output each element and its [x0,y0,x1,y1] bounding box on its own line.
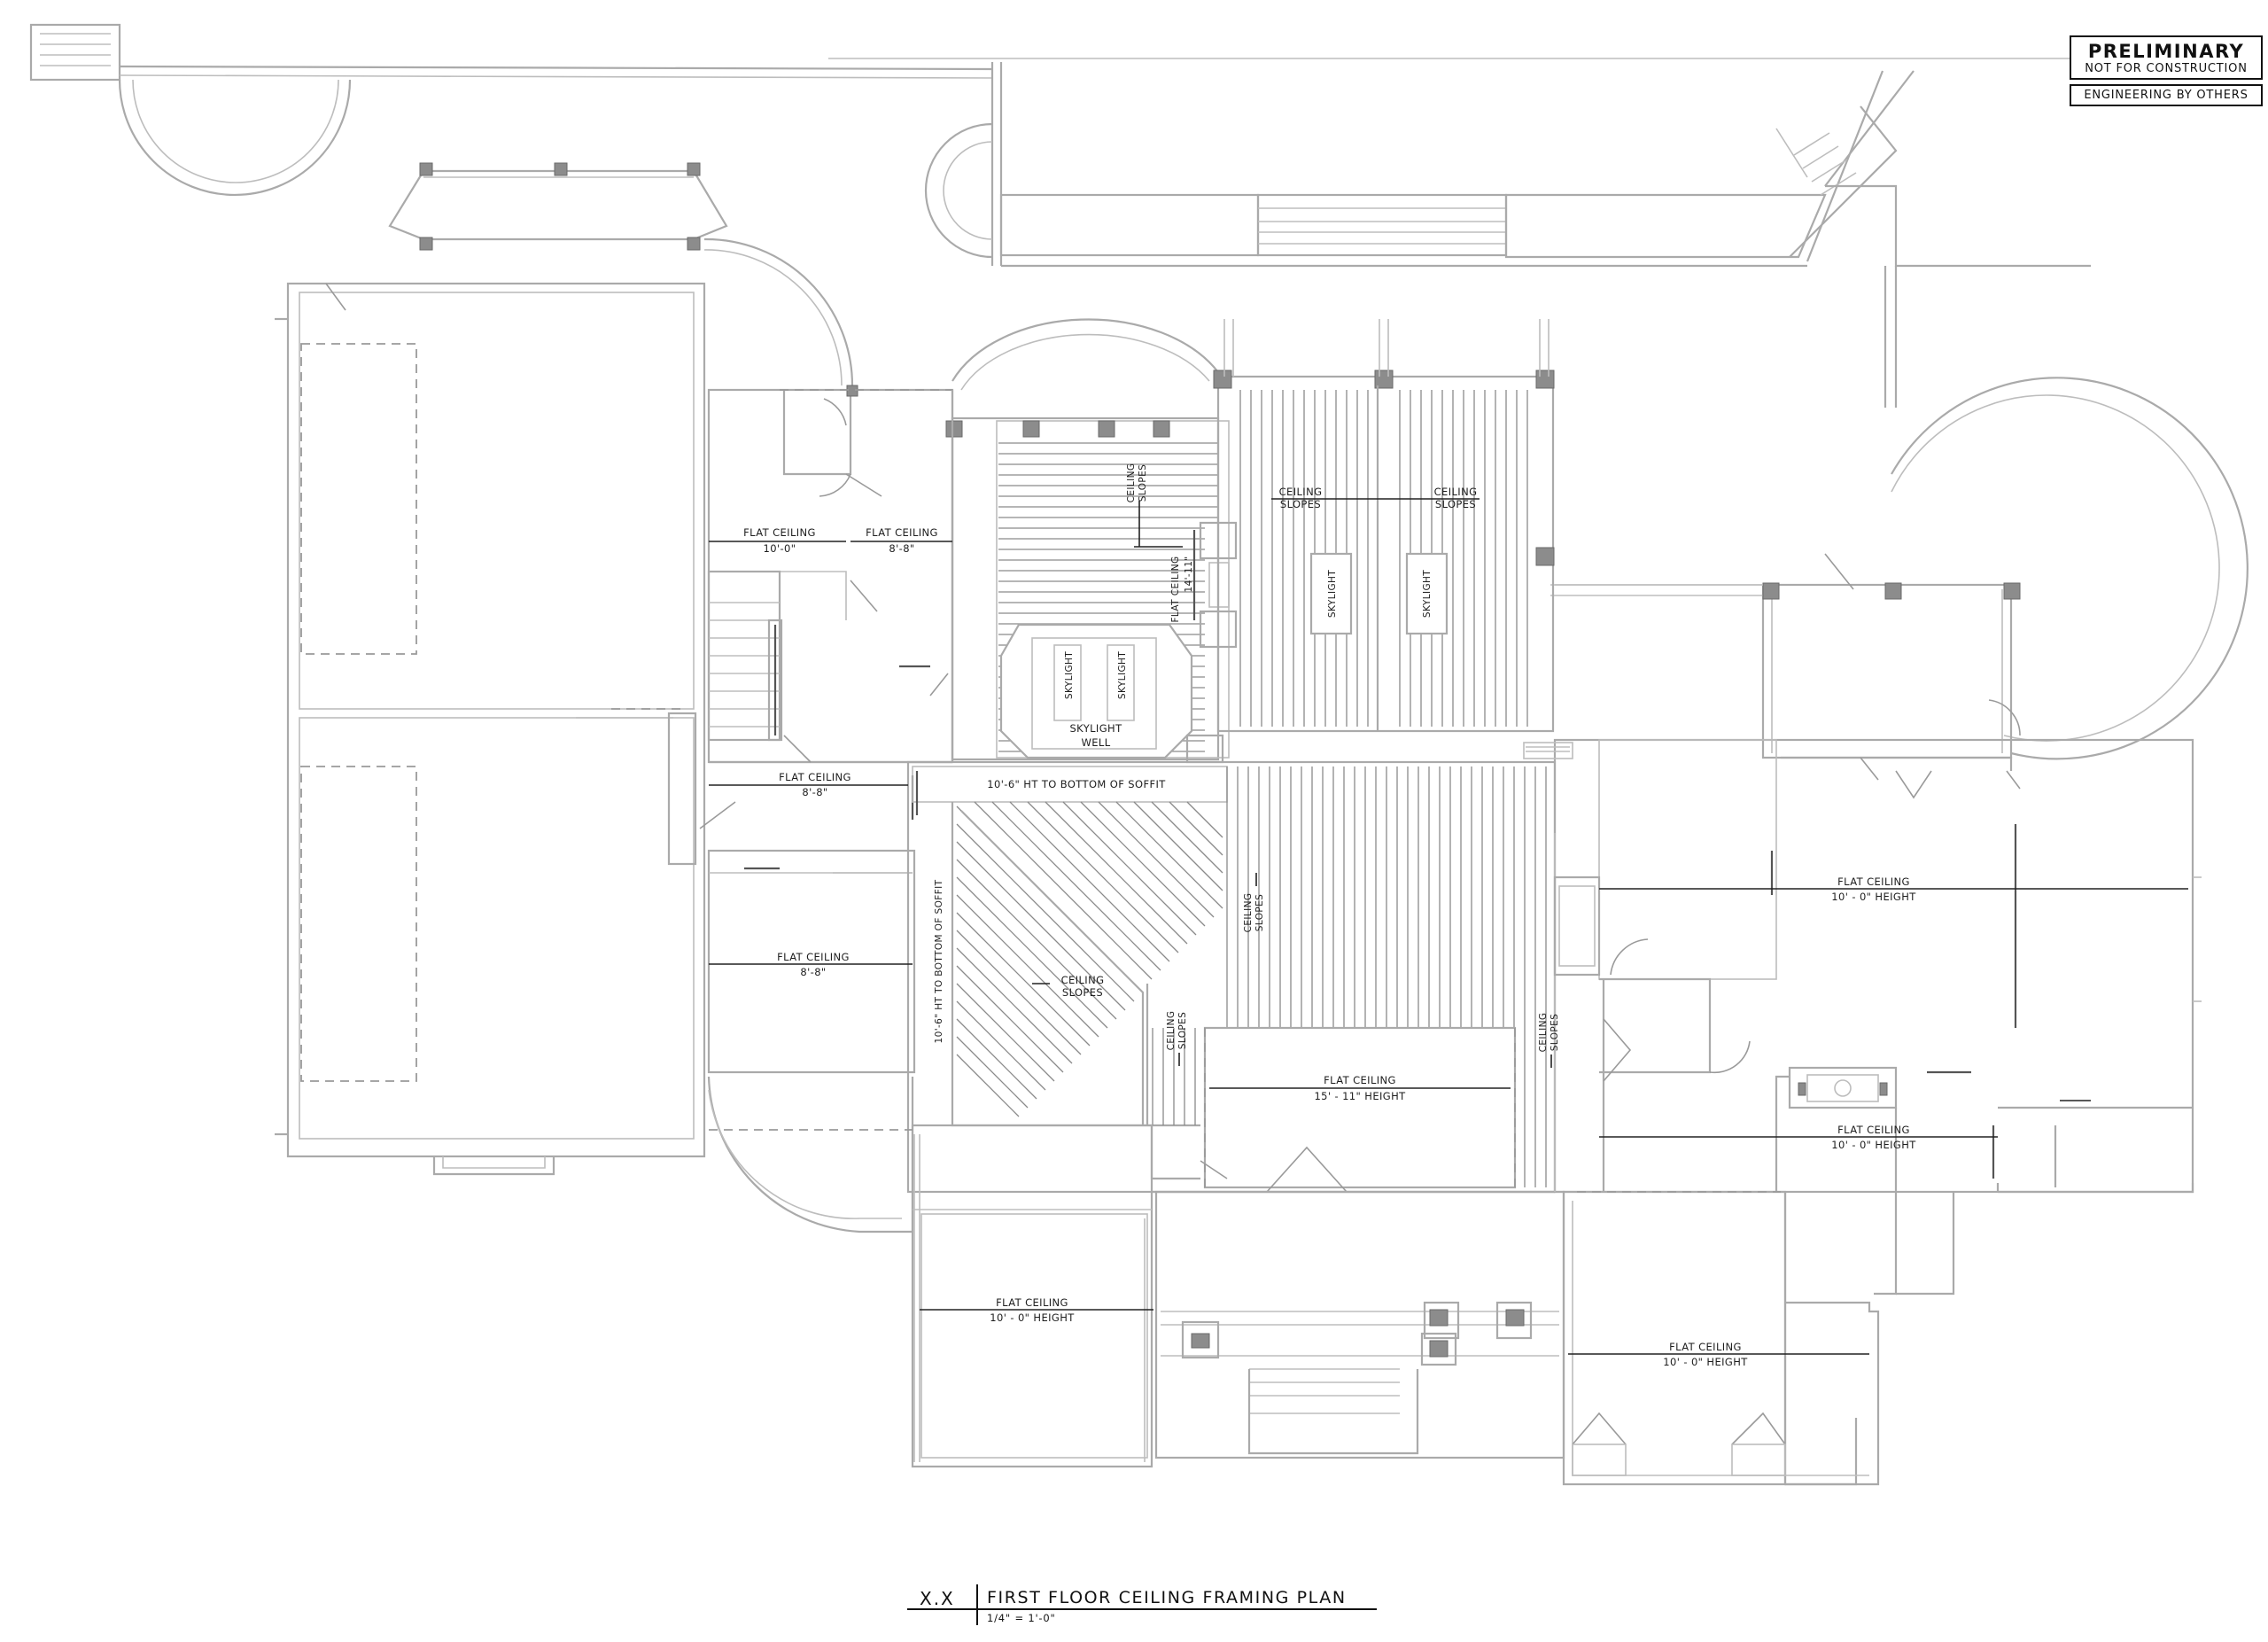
title-underline [907,1608,1377,1610]
stamp-engineering: ENGINEERING BY OTHERS [2070,84,2263,106]
label-height: 15' - 11" HEIGHT [1314,1090,1406,1102]
title-divider-vertical [976,1584,978,1625]
label-flat-ceiling: FLAT CEILING [777,951,850,963]
label-ceiling-slopes: CEILING [1243,893,1254,933]
label-flat-ceiling: FLAT CEILING [1669,1341,1742,1353]
label-ceiling-slopes: CEILING [1126,463,1137,503]
top-left-exterior [29,23,2091,197]
framing-rafters-hall [956,767,1547,1187]
preliminary-stamp: PRELIMINARY NOT FOR CONSTRUCTION ENGINEE… [2070,35,2263,106]
label-soffit-vertical: 10'-6" HT TO BOTTOM OF SOFFIT [934,879,944,1043]
label-ceiling-slopes: CEILING [1061,974,1105,986]
label-flat-ceiling: FLAT CEILING [743,526,816,539]
label-ceiling-slopes: SLOPES [1062,986,1103,999]
label-height: 8'-8" [889,542,914,555]
stamp-preliminary: PRELIMINARY [2087,41,2245,62]
top-bay-window [388,162,854,386]
label-ceiling-slopes: SLOPES [1435,498,1476,510]
drawing-title-block: X.X FIRST FLOOR CEILING FRAMING PLAN 1/4… [907,1584,1377,1627]
label-ceiling-slopes: SLOPES [1177,1012,1188,1049]
label-skylight: SKYLIGHT [1422,570,1433,618]
label-height: 8'-8" [800,966,826,978]
label-ceiling-slopes: CEILING [1166,1011,1177,1051]
framing-rafters-right-room [1239,390,1528,727]
label-skylight-well: SKYLIGHT [1069,722,1122,735]
label-skylight: SKYLIGHT [1064,651,1075,699]
label-flat-ceiling: FLAT CEILING [1837,875,1910,888]
label-flat-ceiling-14: FLAT CEILING [1170,556,1181,622]
label-ceiling-slopes: CEILING [1279,486,1323,498]
label-ceiling-slopes: CEILING [1434,486,1478,498]
left-garage-block [275,282,706,1176]
upper-right-sloped-room [1213,319,1555,733]
label-height: 10' - 0" HEIGHT [1831,1139,1916,1151]
misc-connectors [709,390,1763,1131]
label-ceiling-slopes: SLOPES [1280,498,1321,510]
central-sloped-hall [906,760,1557,1194]
label-flat-ceiling: FLAT CEILING [1837,1124,1910,1136]
lower-porch [1154,1190,1565,1459]
label-ceiling-slopes: CEILING [1538,1013,1549,1053]
drawing-scale: 1/4" = 1'-0" [987,1612,1056,1624]
preliminary-box: PRELIMINARY NOT FOR CONSTRUCTION [2070,35,2263,80]
label-height: 10' - 0" HEIGHT [990,1311,1075,1324]
label-soffit-horizontal: 10'-6" HT TO BOTTOM OF SOFFIT [987,778,1166,790]
label-ceiling-slopes: SLOPES [1138,464,1148,502]
upper-center-skylight-room [945,318,1238,764]
label-height: 8'-8" [802,786,827,798]
label-skylight: SKYLIGHT [1117,651,1128,699]
label-skylight-well: WELL [1081,736,1110,749]
label-flat-ceiling: FLAT CEILING [866,526,938,539]
drawing-number: X.X [920,1588,955,1609]
label-ceiling-slopes: SLOPES [1550,1014,1560,1051]
label-height: 10' - 0" HEIGHT [1663,1356,1748,1368]
label-ceiling-slopes: SLOPES [1254,894,1265,931]
drawing-title: FIRST FLOOR CEILING FRAMING PLAN [987,1588,1347,1607]
right-wing [1553,738,2202,1194]
right-round-bay [1550,377,2249,760]
label-height: 10'-0" [764,542,796,555]
top-terrace [924,62,2091,408]
label-skylight: SKYLIGHT [1327,570,1338,618]
south-round-bay [707,1076,914,1233]
label-height-14: 14'-11" [1184,556,1194,592]
stamp-not-for-construction: NOT FOR CONSTRUCTION [2085,62,2248,75]
label-height: 10' - 0" HEIGHT [1831,891,1916,903]
label-flat-ceiling: FLAT CEILING [1324,1074,1396,1086]
label-flat-ceiling: FLAT CEILING [996,1296,1068,1309]
label-flat-ceiling: FLAT CEILING [779,771,851,783]
lower-right-room [1562,1190,1955,1486]
left-center-rooms [611,385,954,1074]
ceiling-annotations: FLAT CEILING 10'-0" FLAT CEILING 8'-8" F… [709,463,1916,1368]
